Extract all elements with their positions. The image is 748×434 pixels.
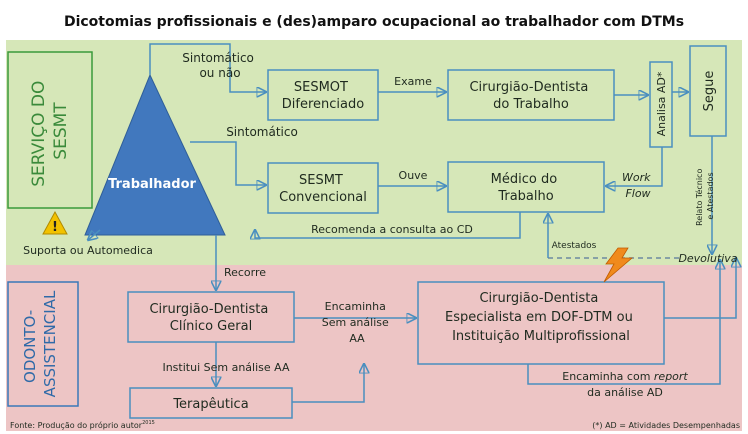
sesmt-section-box: [7, 51, 93, 209]
cd-clinico-label: Cirurgião-Dentista Clínico Geral: [149, 302, 272, 334]
odonto-section-box: [7, 281, 79, 407]
sesmot-box: [267, 69, 379, 121]
warning-icon: !: [42, 210, 68, 235]
label-relato: Relato Técnico e Atestados: [694, 166, 715, 226]
trabalhador-triangle: [84, 73, 226, 236]
arrow-recomenda: [255, 212, 521, 238]
medico-label: Médico do Trabalho: [491, 172, 562, 204]
arrow-work-flow: [606, 147, 663, 186]
label-atestados: Atestados: [552, 241, 597, 251]
sesmt-conv-label: SESMT Convencional: [279, 173, 367, 205]
lightning-icon: [603, 247, 634, 283]
footnote-label: (*) AD = Atividades Desempenhadas: [592, 421, 740, 430]
arrow-devolutiva: [664, 258, 736, 319]
fonte-label: Fonte: Produção do próprio autor2015: [10, 420, 155, 430]
trabalhador-label: Trabalhador: [108, 177, 196, 192]
label-work-flow: Work Flow: [622, 171, 654, 200]
segue-label: Segue: [702, 71, 717, 112]
segue-box: [689, 45, 727, 137]
arrow-suporta: [88, 229, 101, 240]
label-suporta: Suporta ou Automedica: [23, 244, 153, 257]
analisa-label: Analisa AD*: [655, 71, 668, 136]
sesmt-section-label: SERVIÇO DO SESMT: [29, 75, 71, 187]
sesmt-conv-box: [267, 162, 379, 214]
label-ouve: Ouve: [399, 169, 428, 182]
odonto-section-label-line2: ASSISTENCIAL: [41, 290, 59, 397]
label-exame: Exame: [394, 75, 432, 88]
sesmot-label: SESMOT Diferenciado: [282, 80, 364, 112]
odonto-band: [6, 265, 742, 431]
arrow-report: [527, 260, 720, 385]
odonto-section-label: ODONTO- ASSISTENCIAL: [21, 290, 59, 397]
medico-box: [447, 161, 605, 213]
especialista-label: Cirurgião-Dentista Especialista em DOF-D…: [445, 291, 637, 344]
arrow-apex-sesmot: [149, 43, 266, 92]
label-devolutiva: Devolutiva: [678, 252, 737, 265]
svg-text:!: !: [52, 220, 58, 235]
label-da-analise: da análise AD: [587, 386, 663, 399]
arrow-sintomatico: [190, 141, 266, 185]
label-sintomatico-ou-nao: Sintomático ou não: [182, 51, 257, 80]
connectors: [88, 43, 736, 403]
analisa-box: [649, 61, 673, 148]
diagram-title: Dicotomias profissionais e (des)amparo o…: [64, 14, 684, 30]
label-recomenda: Recomenda a consulta ao CD: [311, 223, 473, 236]
terapeutica-box: [129, 387, 293, 419]
cd-trabalho-label: Cirurgião-Dentista do Trabalho: [469, 80, 592, 112]
especialista-box: [417, 281, 665, 365]
label-recorre: Recorre: [224, 266, 266, 279]
cd-clinico-box: [127, 291, 295, 343]
sesmt-section-label-line1: SERVIÇO DO: [29, 81, 49, 187]
label-sintomatico: Sintomático: [226, 125, 298, 139]
label-institui: Institui Sem análise AA: [162, 361, 290, 374]
sesmt-section-label-line2: SESMT: [51, 102, 71, 160]
terapeutica-label: Terapêutica: [172, 397, 248, 412]
label-encaminha-report: Encaminha com report: [562, 370, 688, 383]
label-encaminha-sem-analise: Encaminha Sem análise AA: [322, 300, 393, 345]
arrow-sem-analise: [292, 364, 364, 403]
odonto-section-label-line1: ODONTO-: [21, 310, 39, 383]
